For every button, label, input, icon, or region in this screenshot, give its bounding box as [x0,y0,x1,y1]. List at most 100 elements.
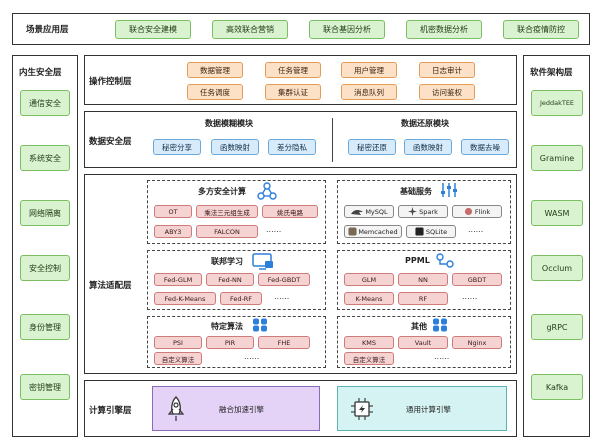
spark-star-icon [408,207,418,216]
restore-item-data-denoise: 数据去噪 [461,139,509,155]
fusion-acceleration-engine-label: 融合加速引擎 [219,405,264,414]
ppml-item-glm: GLM [344,273,394,286]
right-item-grpc: gRPC [531,314,583,340]
right-item-kafka: Kafka [531,374,583,400]
scene-item-joint-marketing: 高效联合营销 [212,20,288,39]
compute-engine-layer: 计算引擎层 融合加速引擎 通用计算引擎 [84,380,517,437]
scene-item-joint-security-modeling: 联合安全建模 [115,20,191,39]
endogenous-security-label: 内生安全层 [19,68,62,78]
ops-item-data-management: 数据管理 [187,62,243,78]
ppml-title: PPML [405,256,430,265]
ppml-item-rf: RF [398,292,448,305]
mpc-item-yao-circuit: 姚氏电路 [262,205,318,218]
left-item-security-control: 安全控制 [20,255,70,281]
base-item-memcached: Memcached [344,225,402,238]
restore-item-secret-restore: 秘密还原 [348,139,396,155]
software-architecture-layer: 软件架构层 JeddakTEE Gramine WASM Occlum gRPC… [523,55,590,437]
fl-item-fed-glm: Fed-GLM [154,273,202,286]
federated-learning-group: 联邦学习 Fed-GLM Fed-NN Fed-GBDT Fed-K-Means… [147,250,326,310]
base-item-mysql: MySQL [344,205,394,218]
ops-item-access-auth: 访问鉴权 [419,84,475,100]
base-item-spark-label: Spark [419,207,438,216]
ppml-item-k-means: K-Means [344,292,394,305]
fl-more: ...... [274,292,290,301]
mpc-title: 多方安全计算 [198,187,246,196]
data-security-label: 数据安全层 [89,137,132,147]
fl-item-fed-gbdt: Fed-GBDT [258,273,310,286]
base-item-sqlite: SQLite [406,225,456,238]
squirrel-icon [464,207,472,216]
ops-item-message-queue: 消息队列 [341,84,397,100]
mpc-group: 多方安全计算 OT 乘法三元组生成 姚氏电路 ABY3 FALCON .....… [147,180,326,244]
ppml-item-nn: NN [398,273,448,286]
data-restore-module-title: 数据还原模块 [401,119,449,128]
ops-item-user-management: 用户管理 [341,62,397,78]
rocket-icon [167,396,185,421]
mpc-item-falcon: FALCON [196,225,258,238]
mpc-item-ot: OT [154,205,192,218]
special-item-custom-algorithm: 自定义算法 [154,352,202,365]
dolphin-icon [351,209,364,215]
scene-layer-label: 场景应用层 [26,25,69,35]
blur-item-differential-privacy: 差分隐私 [268,139,316,155]
fl-item-fed-rf: Fed-RF [220,292,262,305]
chip-icon [351,398,373,420]
share-network-icon [257,182,277,200]
compute-engine-label: 计算引擎层 [89,406,132,416]
ops-item-log-audit: 日志审计 [419,62,475,78]
ops-item-cluster-auth: 集群认证 [265,84,321,100]
apps-grid-icon [253,318,267,332]
general-compute-engine-label: 通用计算引擎 [406,405,451,414]
right-item-occlum: Occlum [531,255,583,281]
base-item-flink: Flink [452,205,502,218]
special-item-pir: PIR [206,336,254,349]
scene-item-epidemic-control: 联合疫情防控 [503,20,579,39]
software-architecture-label: 软件架构层 [530,68,573,78]
special-item-psi: PSI [154,336,202,349]
right-item-jeddaktee: JeddakTEE [531,90,583,116]
ppml-more: ...... [462,292,478,301]
base-item-spark: Spark [398,205,448,218]
left-item-system-security: 系统安全 [20,145,70,171]
specific-algorithm-title: 特定算法 [211,322,243,331]
ops-item-task-scheduling: 任务调度 [187,84,243,100]
fusion-acceleration-engine: 融合加速引擎 [152,386,320,431]
endogenous-security-layer: 内生安全层 通信安全 系统安全 网络隔离 安全控制 身份管理 密钥管理 [12,55,78,437]
base-more: ...... [468,225,484,234]
left-item-network-isolation: 网络隔离 [20,200,70,226]
left-item-key-management: 密钥管理 [20,374,70,400]
blur-item-secret-sharing: 秘密分享 [153,139,201,155]
other-item-nginx: Nginx [452,336,502,349]
ops-item-task-management: 任务管理 [265,62,321,78]
data-security-layer: 数据安全层 数据模糊模块 秘密分享 函数映射 差分隐私 数据还原模块 秘密还原 … [84,111,517,168]
apps-grid-icon [433,318,447,332]
fl-item-fed-k-means: Fed-K-Means [154,292,216,305]
algorithm-adaptation-label: 算法适配层 [89,281,132,291]
ppml-group: PPML GLM NN GBDT K-Means RF ...... [337,250,511,310]
mpc-item-aby3: ABY3 [154,225,192,238]
basic-services-group: 基础服务 MySQL Spark Flink Memcached SQLit [337,180,511,244]
base-item-mysql-label: MySQL [365,207,388,216]
scene-item-confidential-analysis: 机密数据分析 [406,20,482,39]
mpc-item-triple-generation: 乘法三元组生成 [196,205,258,218]
memcached-icon [348,227,357,236]
monitor-icon [252,253,273,270]
data-security-divider [332,118,333,162]
right-item-gramine: Gramine [531,145,583,171]
data-blur-module-title: 数据模糊模块 [205,119,253,128]
basic-services-title: 基础服务 [400,187,432,196]
fl-item-fed-nn: Fed-NN [206,273,254,286]
sliders-icon [441,183,457,197]
ppml-item-gbdt: GBDT [452,273,502,286]
blur-item-function-mapping: 函数映射 [211,139,259,155]
general-compute-engine: 通用计算引擎 [337,386,507,431]
left-item-communication-security: 通信安全 [20,90,70,116]
specific-algorithm-group: 特定算法 PSI PIR FHE 自定义算法 ...... [147,316,326,368]
mpc-more: ...... [266,225,282,234]
left-item-identity-management: 身份管理 [20,314,70,340]
other-item-vault: Vault [398,336,448,349]
other-group: 其他 KMS Vault Nginx 自定义算法 ...... [337,316,511,368]
right-item-wasm: WASM [531,200,583,226]
operation-control-layer: 操作控制层 数据管理 任务管理 用户管理 日志审计 任务调度 集群认证 消息队列… [84,55,517,105]
algorithm-adaptation-layer: 算法适配层 多方安全计算 OT 乘法三元组生成 姚氏电路 ABY3 FALCON… [84,174,517,374]
